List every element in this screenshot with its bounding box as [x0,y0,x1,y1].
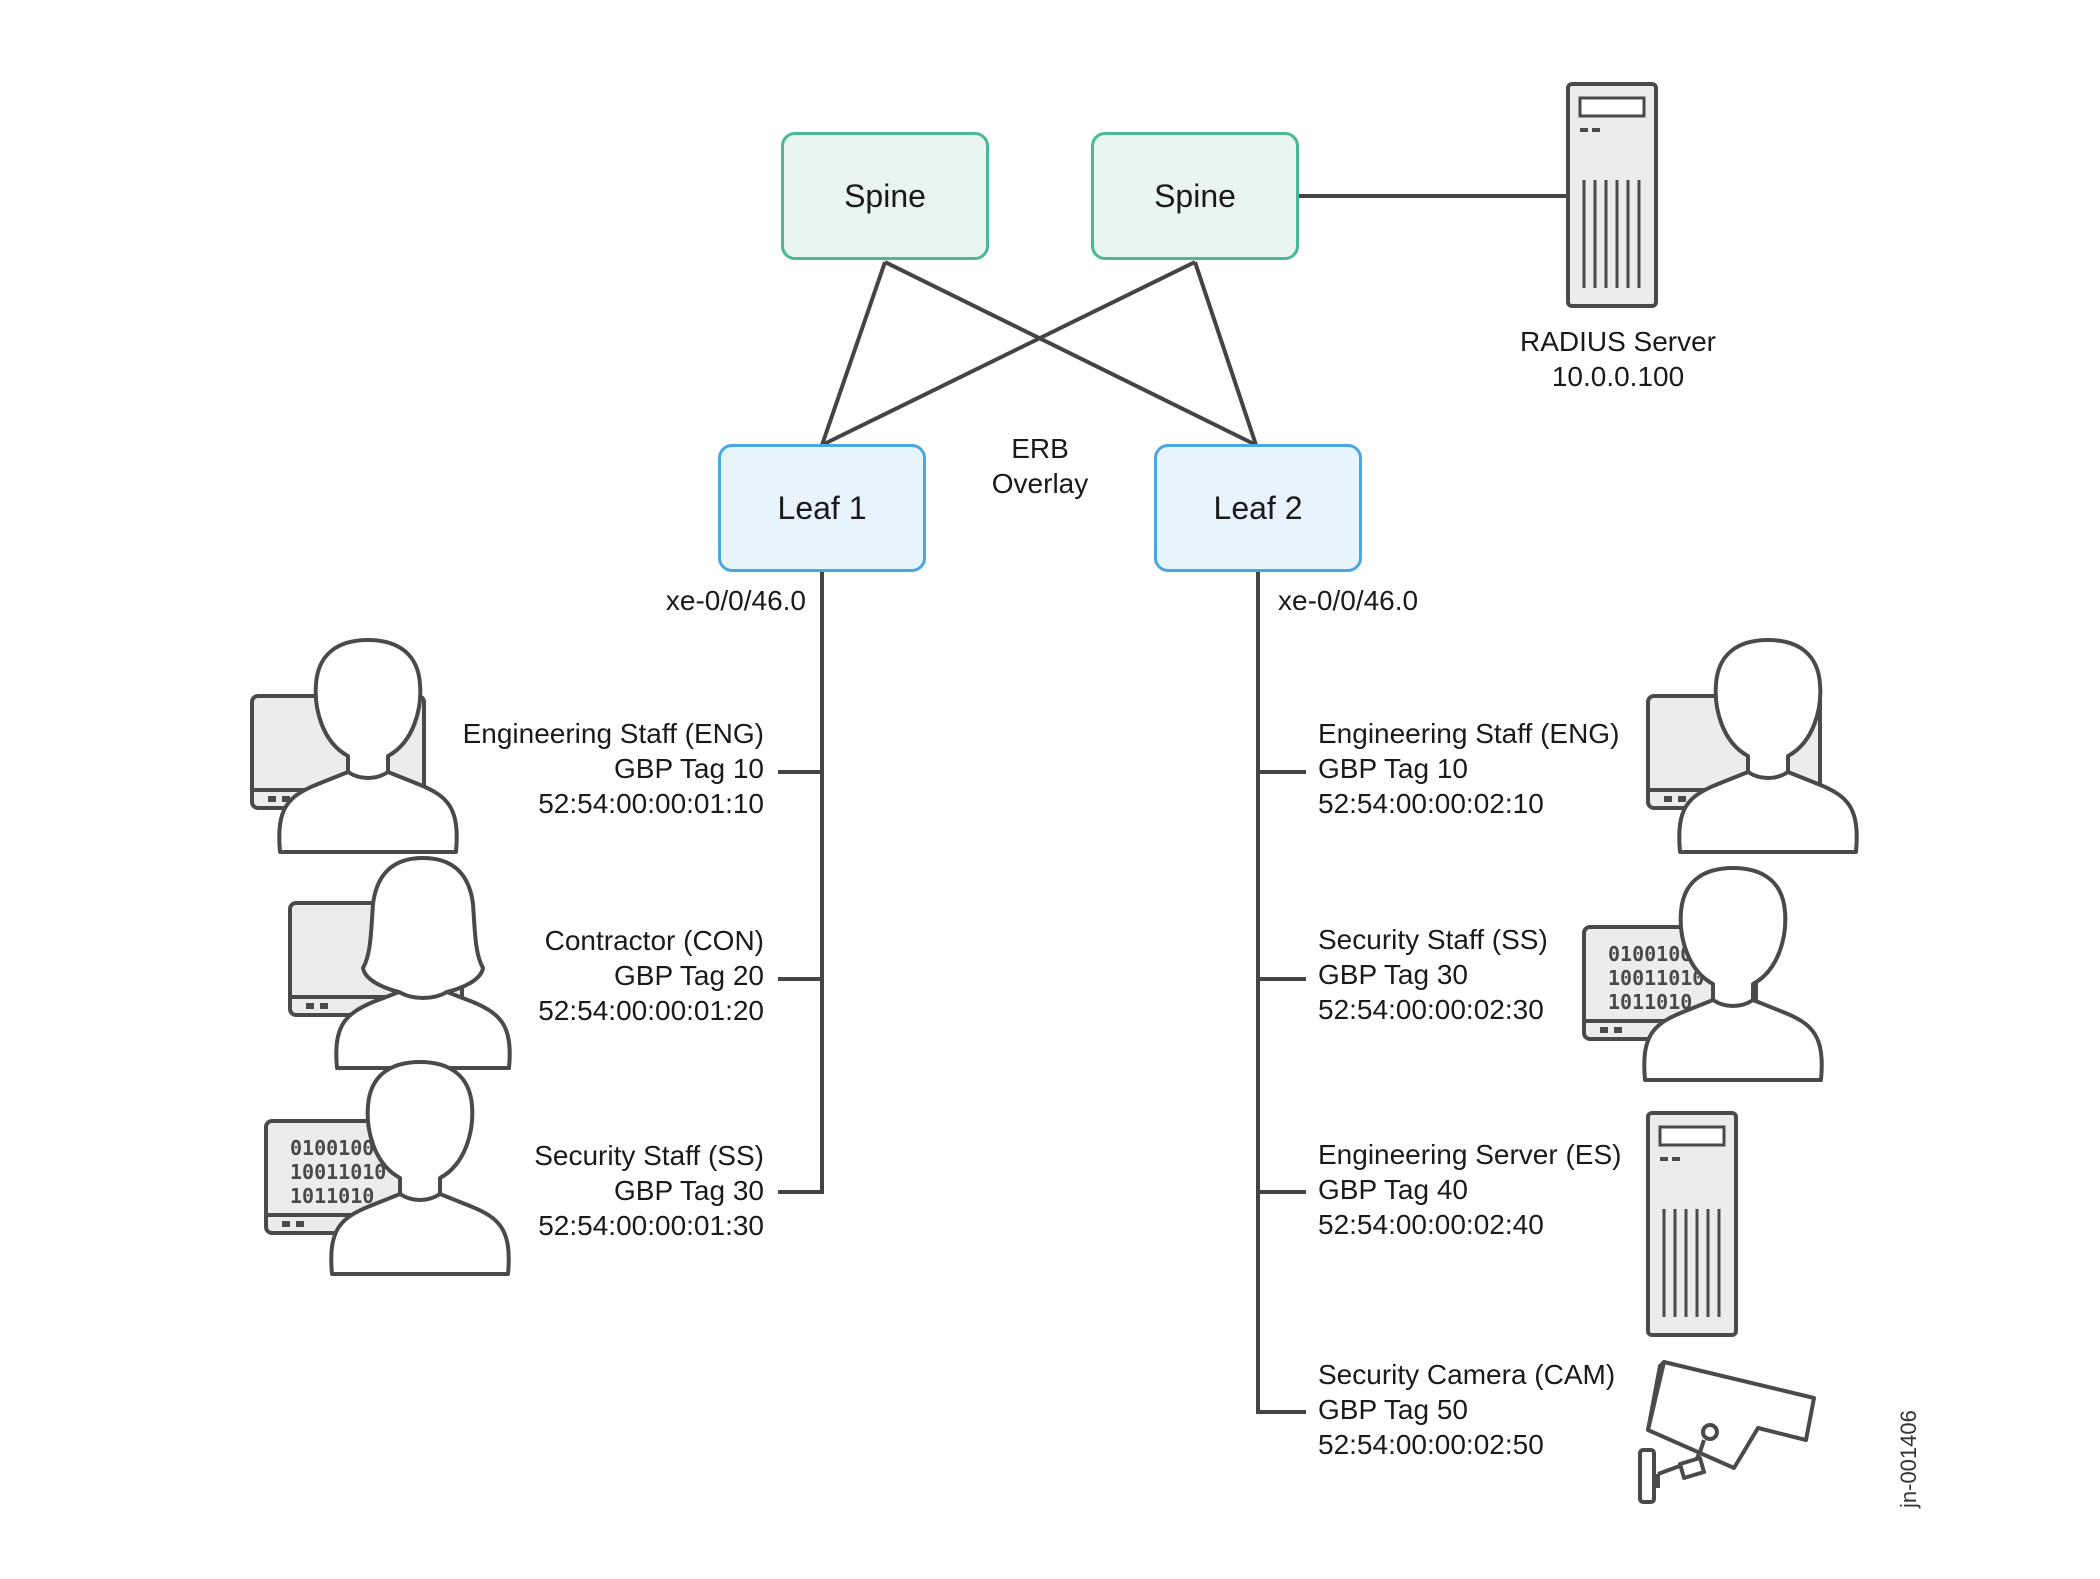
endpoint-mac: 52:54:00:00:01:30 [538,1210,764,1241]
endpoint-mac: 52:54:00:00:01:10 [538,788,764,819]
leaf-label: Leaf 2 [1213,489,1303,526]
radius-name: RADIUS Server [1519,326,1717,357]
leaf1-security-user-icon: 0100100 10011010 1011010 [264,1060,511,1276]
link-spine2-leaf2 [1193,261,1258,446]
link-spine1-leaf1 [820,261,887,446]
endpoint-mac: 52:54:00:00:02:40 [1318,1209,1544,1240]
leaf2-security-camera-icon [1638,1360,1816,1504]
endpoint-mac: 52:54:00:00:02:10 [1318,788,1544,819]
endpoint-gbp-tag: GBP Tag 30 [614,1175,764,1206]
overlay-label: ERB Overlay [968,431,1112,501]
leaf-switch-2: Leaf 2 [1154,444,1362,572]
endpoint-name: Security Staff (SS) [534,1140,764,1171]
leaf2-engineer-user-icon [1646,638,1859,854]
binary-line-3: 1011010 [1608,990,1692,1014]
leaf1-endpoint-con: Contractor (CON) GBP Tag 20 52:54:00:00:… [400,923,764,1028]
endpoint-gbp-tag: GBP Tag 10 [1318,753,1468,784]
leaf2-endpoint-ss: Security Staff (SS) GBP Tag 30 52:54:00:… [1318,922,1548,1027]
endpoint-mac: 52:54:00:00:02:30 [1318,994,1544,1025]
leaf-label: Leaf 1 [777,489,867,526]
figure-id: jn-001406 [1896,1410,1921,1508]
endpoint-name: Engineering Staff (ENG) [1318,718,1620,749]
overlay-line-2: Overlay [991,468,1089,499]
binary-line-2: 10011010 [1608,966,1704,990]
spine-switch-2: Spine [1091,132,1299,260]
endpoint-gbp-tag: GBP Tag 30 [1318,959,1468,990]
endpoint-mac: 52:54:00:00:02:50 [1318,1429,1544,1460]
leaf2-server-icon [1646,1111,1738,1337]
endpoint-gbp-tag: GBP Tag 20 [614,960,764,991]
radius-server-icon [1566,82,1658,308]
leaf2-interface-label: xe-0/0/46.0 [1278,585,1419,616]
leaf-switch-1: Leaf 1 [718,444,926,572]
binary-line-2: 10011010 [290,1160,386,1184]
leaf1-endpoint-eng: Engineering Staff (ENG) GBP Tag 10 52:54… [400,716,764,821]
endpoint-name: Engineering Staff (ENG) [462,718,764,749]
leaf2-security-user-icon: 0100100 10011010 1011010 [1582,866,1824,1082]
spine-label: Spine [844,177,926,214]
leaf1-endpoint-ss: Security Staff (SS) GBP Tag 30 52:54:00:… [400,1138,764,1243]
leaf2-endpoint-es: Engineering Server (ES) GBP Tag 40 52:54… [1318,1137,1621,1242]
endpoint-name: Security Staff (SS) [1318,924,1548,955]
radius-ip: 10.0.0.100 [1551,361,1685,392]
leaf2-endpoint-eng: Engineering Staff (ENG) GBP Tag 10 52:54… [1318,716,1619,821]
leaf2-endpoint-cam: Security Camera (CAM) GBP Tag 50 52:54:0… [1318,1357,1615,1462]
spine-switch-1: Spine [781,132,989,260]
endpoint-gbp-tag: GBP Tag 40 [1318,1174,1468,1205]
endpoint-mac: 52:54:00:00:01:20 [538,995,764,1026]
spine-label: Spine [1154,177,1236,214]
endpoint-name: Contractor (CON) [544,925,764,956]
leaf2-trunk [1256,571,1306,1414]
overlay-line-1: ERB [1011,433,1069,464]
binary-line-1: 0100100 [290,1136,374,1160]
link-spine2-leaf1 [821,260,1196,447]
link-spine1-leaf2 [884,260,1257,447]
binary-line-3: 1011010 [290,1184,374,1208]
leaf1-interface-label: xe-0/0/46.0 [665,585,806,616]
endpoint-gbp-tag: GBP Tag 10 [614,753,764,784]
endpoint-name: Engineering Server (ES) [1318,1139,1622,1170]
endpoint-gbp-tag: GBP Tag 50 [1318,1394,1468,1425]
endpoint-name: Security Camera (CAM) [1318,1359,1616,1390]
binary-line-1: 0100100 [1608,942,1692,966]
leaf1-trunk [778,571,824,1194]
radius-server-label: RADIUS Server 10.0.0.100 [1508,324,1728,394]
